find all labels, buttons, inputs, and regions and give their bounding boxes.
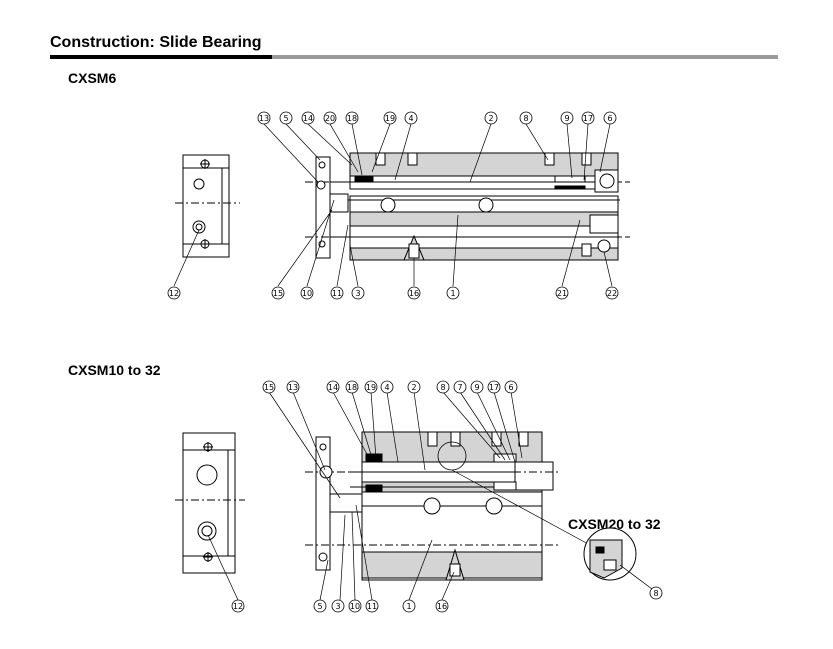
callout-9: 9 <box>560 111 574 125</box>
callout-16: 16 <box>435 599 449 613</box>
callout-1: 1 <box>446 286 460 300</box>
callout-5: 5 <box>313 599 327 613</box>
svg-text:12: 12 <box>169 289 179 298</box>
model-label-cxsm6: CXSM6 <box>68 70 117 86</box>
cxsm6-side-view <box>305 152 630 261</box>
callout-9: 9 <box>470 380 484 394</box>
callout-18: 18 <box>345 111 359 125</box>
svg-text:10: 10 <box>350 602 360 611</box>
svg-text:4: 4 <box>384 383 389 392</box>
callout-11: 11 <box>365 599 379 613</box>
callout-2: 2 <box>484 111 498 125</box>
svg-text:5: 5 <box>283 114 288 123</box>
svg-text:20: 20 <box>325 114 335 123</box>
svg-text:19: 19 <box>366 383 376 392</box>
callout-1: 1 <box>402 599 416 613</box>
callout-7: 7 <box>453 380 467 394</box>
callout-5: 5 <box>279 111 293 125</box>
svg-text:18: 18 <box>347 383 357 392</box>
svg-text:7: 7 <box>457 383 462 392</box>
callout-12: 12 <box>167 286 181 300</box>
svg-text:6: 6 <box>607 114 612 123</box>
callout-4: 4 <box>404 111 418 125</box>
callout-12: 12 <box>231 599 245 613</box>
svg-text:18: 18 <box>347 114 357 123</box>
cxsm10-32-side-view <box>305 431 591 581</box>
callout-14: 14 <box>301 111 315 125</box>
svg-text:4: 4 <box>408 114 413 123</box>
svg-text:8: 8 <box>653 589 658 598</box>
svg-text:11: 11 <box>332 289 342 298</box>
cxsm10-32-end-view <box>175 432 245 574</box>
svg-text:16: 16 <box>409 289 419 298</box>
svg-text:15: 15 <box>273 289 283 298</box>
callout-21: 21 <box>555 286 569 300</box>
callout-3: 3 <box>351 286 365 300</box>
callout-4: 4 <box>380 380 394 394</box>
callout-18: 18 <box>345 380 359 394</box>
section-title: Construction: Slide Bearing <box>50 34 262 51</box>
callout-8-detail: 8 <box>649 586 663 600</box>
callout-17: 17 <box>487 380 501 394</box>
callout-8: 8 <box>519 111 533 125</box>
svg-text:3: 3 <box>355 289 360 298</box>
svg-text:11: 11 <box>367 602 377 611</box>
callout-6: 6 <box>504 380 518 394</box>
callout-11: 11 <box>330 286 344 300</box>
callout-13: 13 <box>257 111 271 125</box>
callout-8: 8 <box>436 380 450 394</box>
svg-text:17: 17 <box>489 383 499 392</box>
svg-text:8: 8 <box>523 114 528 123</box>
callout-6: 6 <box>603 111 617 125</box>
callout-10: 10 <box>300 286 314 300</box>
callout-10: 10 <box>348 599 362 613</box>
cxsm20-32-detail-view <box>583 527 637 581</box>
callout-14: 14 <box>326 380 340 394</box>
svg-text:17: 17 <box>583 114 593 123</box>
svg-text:9: 9 <box>564 114 569 123</box>
svg-text:3: 3 <box>335 602 340 611</box>
svg-text:8: 8 <box>440 383 445 392</box>
svg-text:2: 2 <box>411 383 416 392</box>
cxsm10-32-callouts: 15 13 14 18 19 4 2 8 7 9 17 6 12 5 3 10 … <box>231 380 663 613</box>
callout-2: 2 <box>407 380 421 394</box>
svg-text:14: 14 <box>328 383 338 392</box>
callout-15: 15 <box>271 286 285 300</box>
svg-text:9: 9 <box>474 383 479 392</box>
title-rule-grey <box>272 55 778 59</box>
svg-text:1: 1 <box>406 602 411 611</box>
cxsm6-leader-lines <box>173 123 613 287</box>
callout-19: 19 <box>383 111 397 125</box>
callout-3: 3 <box>331 599 345 613</box>
callout-22: 22 <box>605 286 619 300</box>
svg-text:13: 13 <box>288 383 298 392</box>
title-rule-black <box>50 55 272 59</box>
svg-text:13: 13 <box>259 114 269 123</box>
svg-text:6: 6 <box>508 383 513 392</box>
callout-20: 20 <box>323 111 337 125</box>
callout-15: 15 <box>262 380 276 394</box>
cxsm10-32-leader-lines <box>207 391 653 601</box>
svg-text:14: 14 <box>303 114 313 123</box>
svg-text:1: 1 <box>450 289 455 298</box>
model-label-cxsm20-32: CXSM20 to 32 <box>568 516 661 532</box>
svg-text:12: 12 <box>233 602 243 611</box>
callout-16: 16 <box>407 286 421 300</box>
svg-text:10: 10 <box>302 289 312 298</box>
callout-13: 13 <box>286 380 300 394</box>
svg-text:5: 5 <box>317 602 322 611</box>
callout-17: 17 <box>581 111 595 125</box>
svg-text:16: 16 <box>437 602 447 611</box>
model-label-cxsm10-32: CXSM10 to 32 <box>68 362 161 378</box>
svg-text:19: 19 <box>385 114 395 123</box>
svg-text:21: 21 <box>557 289 567 298</box>
svg-text:2: 2 <box>488 114 493 123</box>
cxsm6-end-view <box>175 154 240 258</box>
cxsm6-callouts: 13 5 14 20 18 19 4 2 8 9 17 6 12 15 10 1… <box>167 111 619 300</box>
callout-19: 19 <box>364 380 378 394</box>
svg-text:22: 22 <box>607 289 617 298</box>
svg-text:15: 15 <box>264 383 274 392</box>
